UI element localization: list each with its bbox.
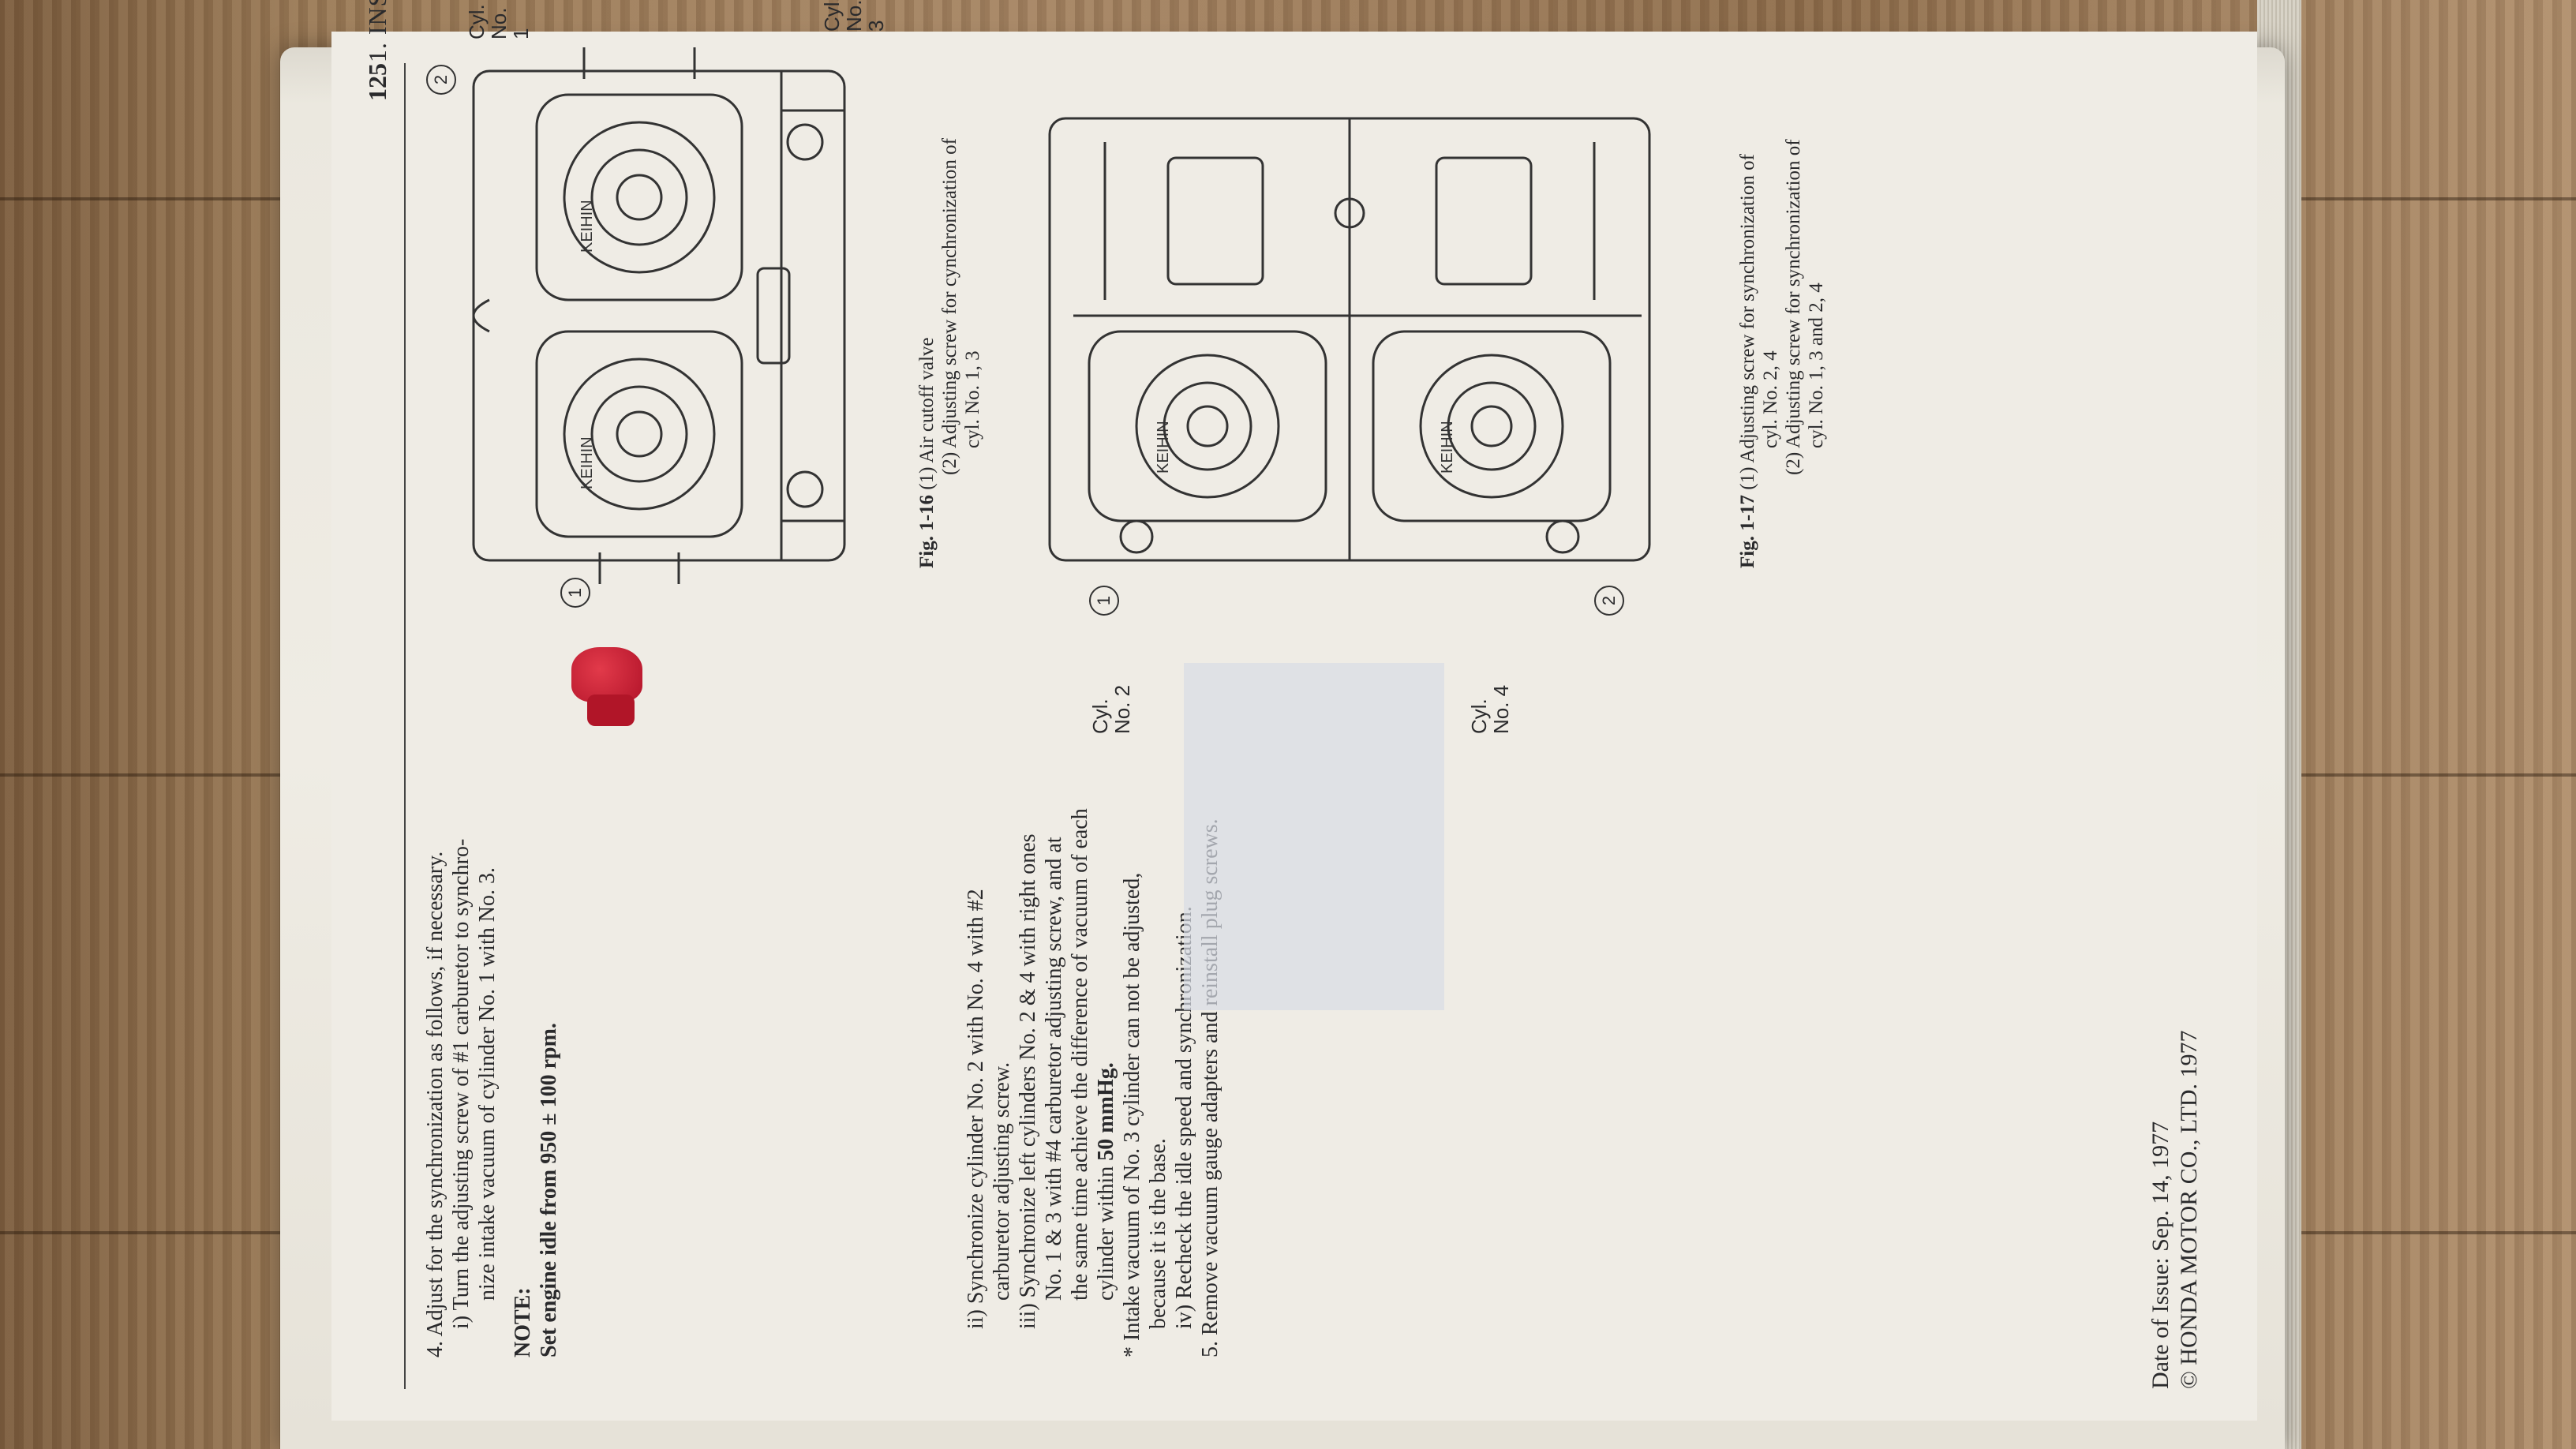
step-ii-line2: carburetor adjusting screw. xyxy=(990,1061,1014,1301)
fig-1-17-item1: (1) Adjusting screw for synchronization … xyxy=(1737,154,1758,490)
cyl-number: No. 2 xyxy=(1110,684,1134,734)
step-4-i-line1: i) Turn the adjusting screw of #1 carbur… xyxy=(449,838,474,1329)
carburetor-diagram-1-17: KEIHIN KEIHIN xyxy=(1048,117,1651,562)
background-shading xyxy=(1184,663,1444,1010)
cyl-label: Cyl. xyxy=(1088,698,1112,734)
header-rule xyxy=(404,63,406,1389)
step-4-text: 4. Adjust for the synchronization as fol… xyxy=(423,851,447,1357)
callout-2: 2 xyxy=(1594,586,1624,616)
keihin-label: KEIHIN xyxy=(578,200,596,253)
fig-1-16-item2-cont: cyl. No. 1, 3 xyxy=(962,350,983,448)
copyright: © HONDA MOTOR CO., LTD. 1977 xyxy=(2176,1030,2202,1390)
red-bookmark-clip xyxy=(571,647,642,726)
fig-1-17-item2-cont: cyl. No. 1, 3 and 2, 4 xyxy=(1806,283,1827,448)
callout-1: 1 xyxy=(560,578,590,608)
cyl-label: Cyl. xyxy=(1467,698,1491,734)
page-footer: Date of Issue: Sep. 14, 1977 © HONDA MOT… xyxy=(2147,1031,2203,1390)
cyl-no-2-label: Cyl.No. 2 xyxy=(1088,684,1134,734)
fig-1-16-item2: (2) Adjusting screw for cynchronization … xyxy=(939,138,960,475)
manual-page: 1. INSPECTION AND ADJUSTMENT 125 4. Adju… xyxy=(331,0,2257,1421)
page-number: 125 xyxy=(363,63,391,101)
step-iii-line1: iii) Synchronize left cylinders No. 2 & … xyxy=(1016,833,1040,1329)
step-ii-line1: ii) Synchronize cylinder No. 2 with No. … xyxy=(964,889,988,1329)
keihin-label: KEIHIN xyxy=(1155,421,1172,474)
step-4-block: 4. Adjust for the synchronization as fol… xyxy=(422,679,562,1357)
cyl-number: No. 3 xyxy=(842,0,888,32)
fig-1-17-item2: (2) Adjusting screw for synchronization … xyxy=(1783,139,1804,475)
keihin-label: KEIHIN xyxy=(578,436,596,489)
keihin-label: KEIHIN xyxy=(1439,421,1456,474)
fig-1-16-caption: Fig. 1-16 (1) Air cutoff valve (2) Adjus… xyxy=(915,95,984,568)
callout-1: 1 xyxy=(1089,586,1119,616)
cyl-no-4-label: Cyl.No. 4 xyxy=(1467,684,1513,734)
step-iii-line4-text: cylinder within xyxy=(1094,1166,1118,1301)
fig-1-17-caption: Fig. 1-17 (1) Adjusting screw for synchr… xyxy=(1736,95,1828,568)
note-text: Set engine idle from 950 ± 100 rpm. xyxy=(537,1023,561,1357)
cyl-number: No. 1 xyxy=(487,7,533,39)
star-note-line2: because it is the base. xyxy=(1146,1138,1170,1329)
figure-1-16: KEIHIN KEIHIN 1 2 Cyl.No. 1 xyxy=(426,4,884,608)
step-iii-vacuum-value: 50 mmHg. xyxy=(1094,1062,1118,1161)
step-iii-line2: No. 1 & 3 with #4 carburetor adjusting s… xyxy=(1042,837,1066,1301)
issue-date: Date of Issue: Sep. 14, 1977 xyxy=(2147,1121,2174,1389)
figure-1-17: KEIHIN KEIHIN 1 2 xyxy=(1026,95,1673,616)
cyl-number: No. 4 xyxy=(1489,684,1513,734)
fig-1-17-label: Fig. 1-17 xyxy=(1737,494,1758,568)
carburetor-diagram-1-16: KEIHIN KEIHIN xyxy=(472,47,846,584)
note-label: NOTE: xyxy=(511,1287,535,1357)
callout-2: 2 xyxy=(426,65,456,95)
cyl-label: Cyl. xyxy=(820,0,844,32)
step-4-i-line2: nize intake vacuum of cylinder No. 1 wit… xyxy=(475,867,500,1301)
cyl-label: Cyl. xyxy=(465,4,489,39)
cyl-no-3-label: Cyl.No. 3 xyxy=(820,0,888,32)
fig-1-16-label: Fig. 1-16 xyxy=(916,494,938,568)
fig-1-17-item1-cont: cyl. No. 2, 4 xyxy=(1760,350,1781,448)
cyl-no-1-label: Cyl.No. 1 xyxy=(465,4,533,39)
fig-1-16-item1: (1) Air cutoff valve xyxy=(916,337,938,490)
